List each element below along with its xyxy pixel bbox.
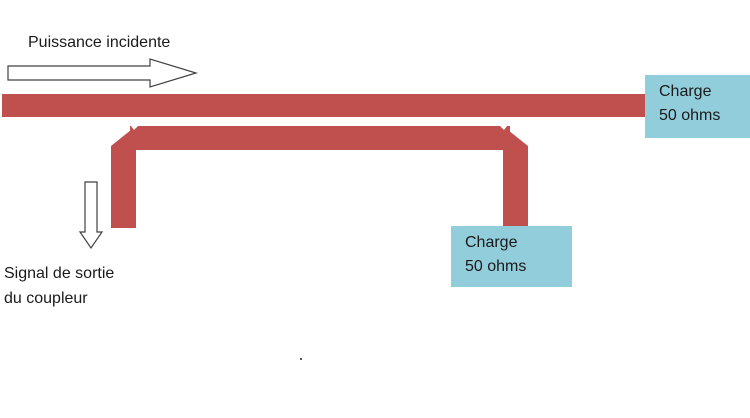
right-corner-mark [496,122,510,130]
coupled-line-horizontal [130,126,510,150]
right-corner-mark-2 [516,124,530,132]
coupler-output-label-line1: Signal de sortie [4,265,115,282]
coupled-line-left-arm [111,126,143,228]
left-corner-mark-2 [128,122,142,130]
stray-dot [300,358,302,360]
left-corner-mark [110,124,122,132]
arrow-down-icon [78,181,104,250]
main-line-load-line2: 50 ohms [659,107,721,124]
coupled-line-load-line2: 50 ohms [465,258,527,275]
incident-power-label: Puissance incidente [28,34,171,51]
main-transmission-line [2,94,645,117]
coupled-line-right-arm [496,126,528,226]
coupler-output-label-line2: du coupleur [4,290,88,307]
coupled-line-load: Charge 50 ohms [451,226,572,287]
main-line-load-line1: Charge [659,83,712,100]
coupler-output-label: Signal de sortie du coupleur [4,261,174,311]
coupled-line-load-line1: Charge [465,234,518,251]
arrow-right-icon [7,58,199,88]
main-line-load: Charge 50 ohms [645,75,750,138]
